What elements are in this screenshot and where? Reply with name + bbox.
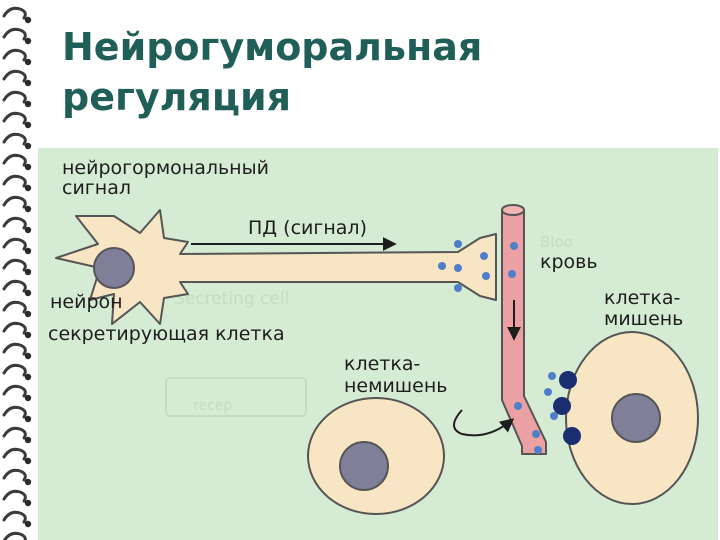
nontarget-cell-nucleus (339, 441, 389, 491)
spiral-hole (24, 499, 32, 507)
spiral-hole (24, 184, 32, 192)
ghost-label-receptor: recep (193, 398, 232, 414)
neurohumoral-diagram: Bloo Secreting cell recep нейрогормональ… (38, 148, 718, 540)
hormone-molecule (548, 372, 556, 380)
label-nontarget-cell-line-2: немишень (344, 375, 448, 397)
neuron-nucleus (93, 247, 135, 289)
target-cell-nucleus (611, 393, 661, 443)
spiral-hole (24, 247, 32, 255)
spiral-ring (2, 468, 27, 482)
spiral-ring (2, 300, 27, 314)
spiral-hole (24, 226, 32, 234)
spiral-hole (24, 205, 32, 213)
spiral-hole (24, 79, 32, 87)
hormone-molecule (544, 388, 552, 396)
spiral-hole (24, 163, 32, 171)
slide-title-line-1: Нейрогуморальная (62, 25, 483, 69)
spiral-hole (24, 289, 32, 297)
spiral-hole (24, 373, 32, 381)
spiral-hole (24, 142, 32, 150)
label-action-potential: ПД (сигнал) (248, 217, 367, 239)
spiral-ring (2, 153, 27, 167)
spiral-ring (2, 426, 27, 440)
spiral-ring (2, 216, 27, 230)
spiral-ring (2, 342, 27, 356)
spiral-hole (24, 436, 32, 444)
slide-title-line-2: регуляция (62, 75, 292, 119)
target-receptor (559, 371, 577, 389)
hormone-molecule (454, 264, 462, 272)
spiral-ring (2, 279, 27, 293)
ghost-receptor-box (165, 377, 307, 417)
label-neuron: нейрон (50, 291, 123, 313)
nontarget-curved-arrow (453, 409, 515, 437)
spiral-ring (2, 195, 27, 209)
spiral-hole (24, 37, 32, 45)
hormone-molecule (482, 272, 490, 280)
hormone-molecule (510, 242, 518, 250)
label-secreting-cell: секретирующая клетка (48, 323, 285, 345)
hormone-molecule (508, 270, 516, 278)
spiral-hole (24, 310, 32, 318)
spiral-hole (24, 268, 32, 276)
hormone-molecule (480, 252, 488, 260)
spiral-ring (2, 321, 27, 335)
spiral-hole (24, 352, 32, 360)
label-blood: кровь (540, 251, 598, 273)
ghost-label-secreting-cell: Secreting cell (174, 289, 289, 309)
spiral-ring (2, 111, 27, 125)
hormone-molecule (550, 412, 558, 420)
label-nontarget-cell-line-1: клетка- (344, 353, 420, 375)
hormone-molecule (454, 240, 462, 248)
spiral-hole (24, 331, 32, 339)
spiral-ring (2, 27, 27, 41)
spiral-ring (2, 384, 27, 398)
hormone-molecule (454, 284, 462, 292)
spiral-hole (24, 58, 32, 66)
spiral-ring (2, 531, 27, 540)
target-receptor (563, 427, 581, 445)
spiral-ring (2, 48, 27, 62)
label-neurohormonal-signal-line-2: сигнал (62, 177, 131, 199)
label-target-cell-line-2: мишень (604, 308, 683, 330)
spiral-hole (24, 121, 32, 129)
hormone-molecule (534, 446, 542, 454)
ghost-label-blood: Bloo (540, 233, 573, 251)
spiral-hole (24, 478, 32, 486)
spiral-ring (2, 132, 27, 146)
label-target-cell-line-1: клетка- (604, 287, 680, 309)
spiral-ring (2, 6, 27, 20)
hormone-molecule (438, 262, 446, 270)
hormone-molecule (514, 402, 522, 410)
blood-vessel-opening (501, 204, 525, 216)
spiral-hole (24, 394, 32, 402)
spiral-ring (2, 510, 27, 524)
spiral-hole (24, 16, 32, 24)
spiral-ring (2, 237, 27, 251)
spiral-ring (2, 174, 27, 188)
spiral-ring (2, 90, 27, 104)
spiral-hole (24, 100, 32, 108)
hormone-molecule (532, 430, 540, 438)
spiral-hole (24, 457, 32, 465)
spiral-hole (24, 520, 32, 528)
spiral-hole (24, 415, 32, 423)
target-receptor (553, 397, 571, 415)
spiral-ring (2, 405, 27, 419)
spiral-ring (2, 363, 27, 377)
label-neurohormonal-signal-line-1: нейрогормональный (62, 157, 269, 179)
spiral-ring (2, 258, 27, 272)
spiral-ring (2, 489, 27, 503)
spiral-ring (2, 447, 27, 461)
spiral-ring (2, 69, 27, 83)
slide-title: Нейрогуморальная регуляция (62, 22, 682, 122)
notebook-spiral (2, 6, 32, 540)
